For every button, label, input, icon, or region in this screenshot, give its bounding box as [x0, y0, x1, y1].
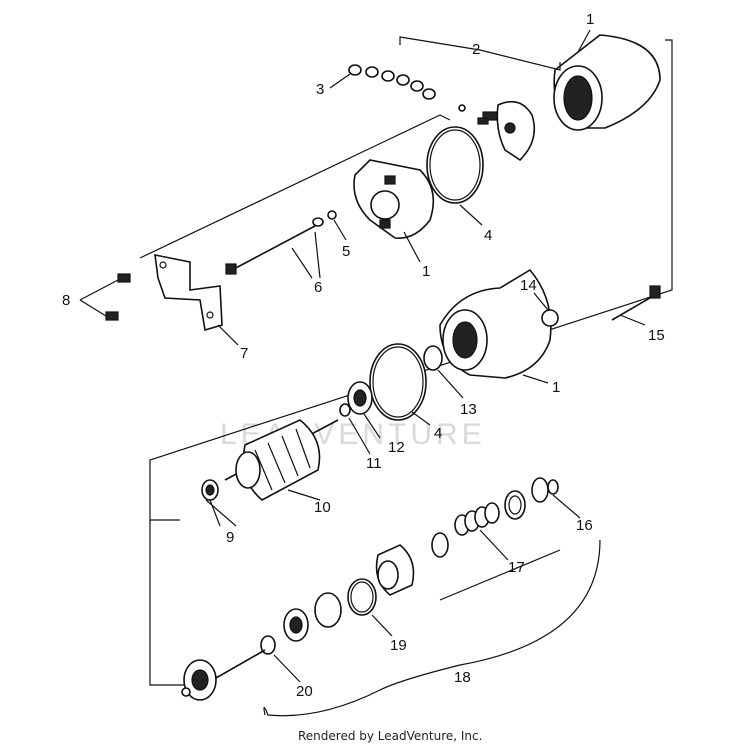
- small-washer: [327, 210, 337, 220]
- end-cover: [353, 159, 435, 239]
- yoke-housing: [553, 34, 661, 131]
- callout-18-drive-group: 18: [454, 669, 471, 686]
- callout-2-brush-holder: 2: [472, 41, 480, 58]
- bracket-bolts: [105, 273, 131, 321]
- callout-10-armature: 10: [314, 499, 331, 516]
- callout-13-o-ring: 13: [460, 401, 477, 418]
- callout-6-through-bolts: 6: [314, 279, 322, 296]
- mounting-bracket: [154, 253, 223, 332]
- bushings-9: [201, 479, 219, 501]
- callout-7-bracket: 7: [240, 345, 248, 362]
- render-credit: Rendered by LeadVenture, Inc.: [298, 729, 482, 743]
- washer-stack: [348, 64, 436, 100]
- callout-3-washers: 3: [316, 81, 324, 98]
- callout-1-end-cover: 1: [422, 263, 430, 280]
- callout-1-front-housing: 1: [552, 379, 560, 396]
- callout-19-ring: 19: [390, 637, 407, 654]
- washer-11: [339, 403, 351, 417]
- callout-12-bearing: 12: [388, 439, 405, 456]
- callout-labels: 1 2 3 4 5 1 6 8 7 14 15 1 13 4 12 11 10 …: [62, 11, 665, 700]
- washer-14: [541, 309, 559, 327]
- o-ring-upper: [426, 126, 484, 204]
- leader-lines: [79, 29, 646, 717]
- callout-1-yoke: 1: [586, 11, 594, 28]
- callout-4-o-ring-lower: 4: [434, 425, 442, 442]
- pinion-gear-shaft: [181, 649, 266, 701]
- callout-5-washer: 5: [342, 243, 350, 260]
- through-bolts: [225, 217, 324, 275]
- front-housing: [439, 268, 552, 379]
- callout-8-bolts: 8: [62, 292, 70, 309]
- callout-11-washer: 11: [366, 455, 382, 472]
- callout-4-o-ring-upper: 4: [484, 227, 492, 244]
- bolt-15: [611, 285, 661, 321]
- o-ring-lower: [369, 343, 427, 421]
- small-o-ring: [423, 345, 443, 371]
- drive-assembly: [260, 477, 549, 655]
- brush-holder: [458, 100, 536, 162]
- clip-16: [547, 479, 559, 495]
- callout-15-bolt: 15: [648, 327, 665, 344]
- callout-14-washer: 14: [520, 277, 537, 294]
- bearing-12: [347, 381, 373, 415]
- armature: [224, 419, 339, 501]
- callout-9-bushings: 9: [226, 529, 234, 546]
- callout-16-clip: 16: [576, 517, 593, 534]
- callout-17-spring: 17: [508, 559, 525, 576]
- callout-20-ring: 20: [296, 683, 313, 700]
